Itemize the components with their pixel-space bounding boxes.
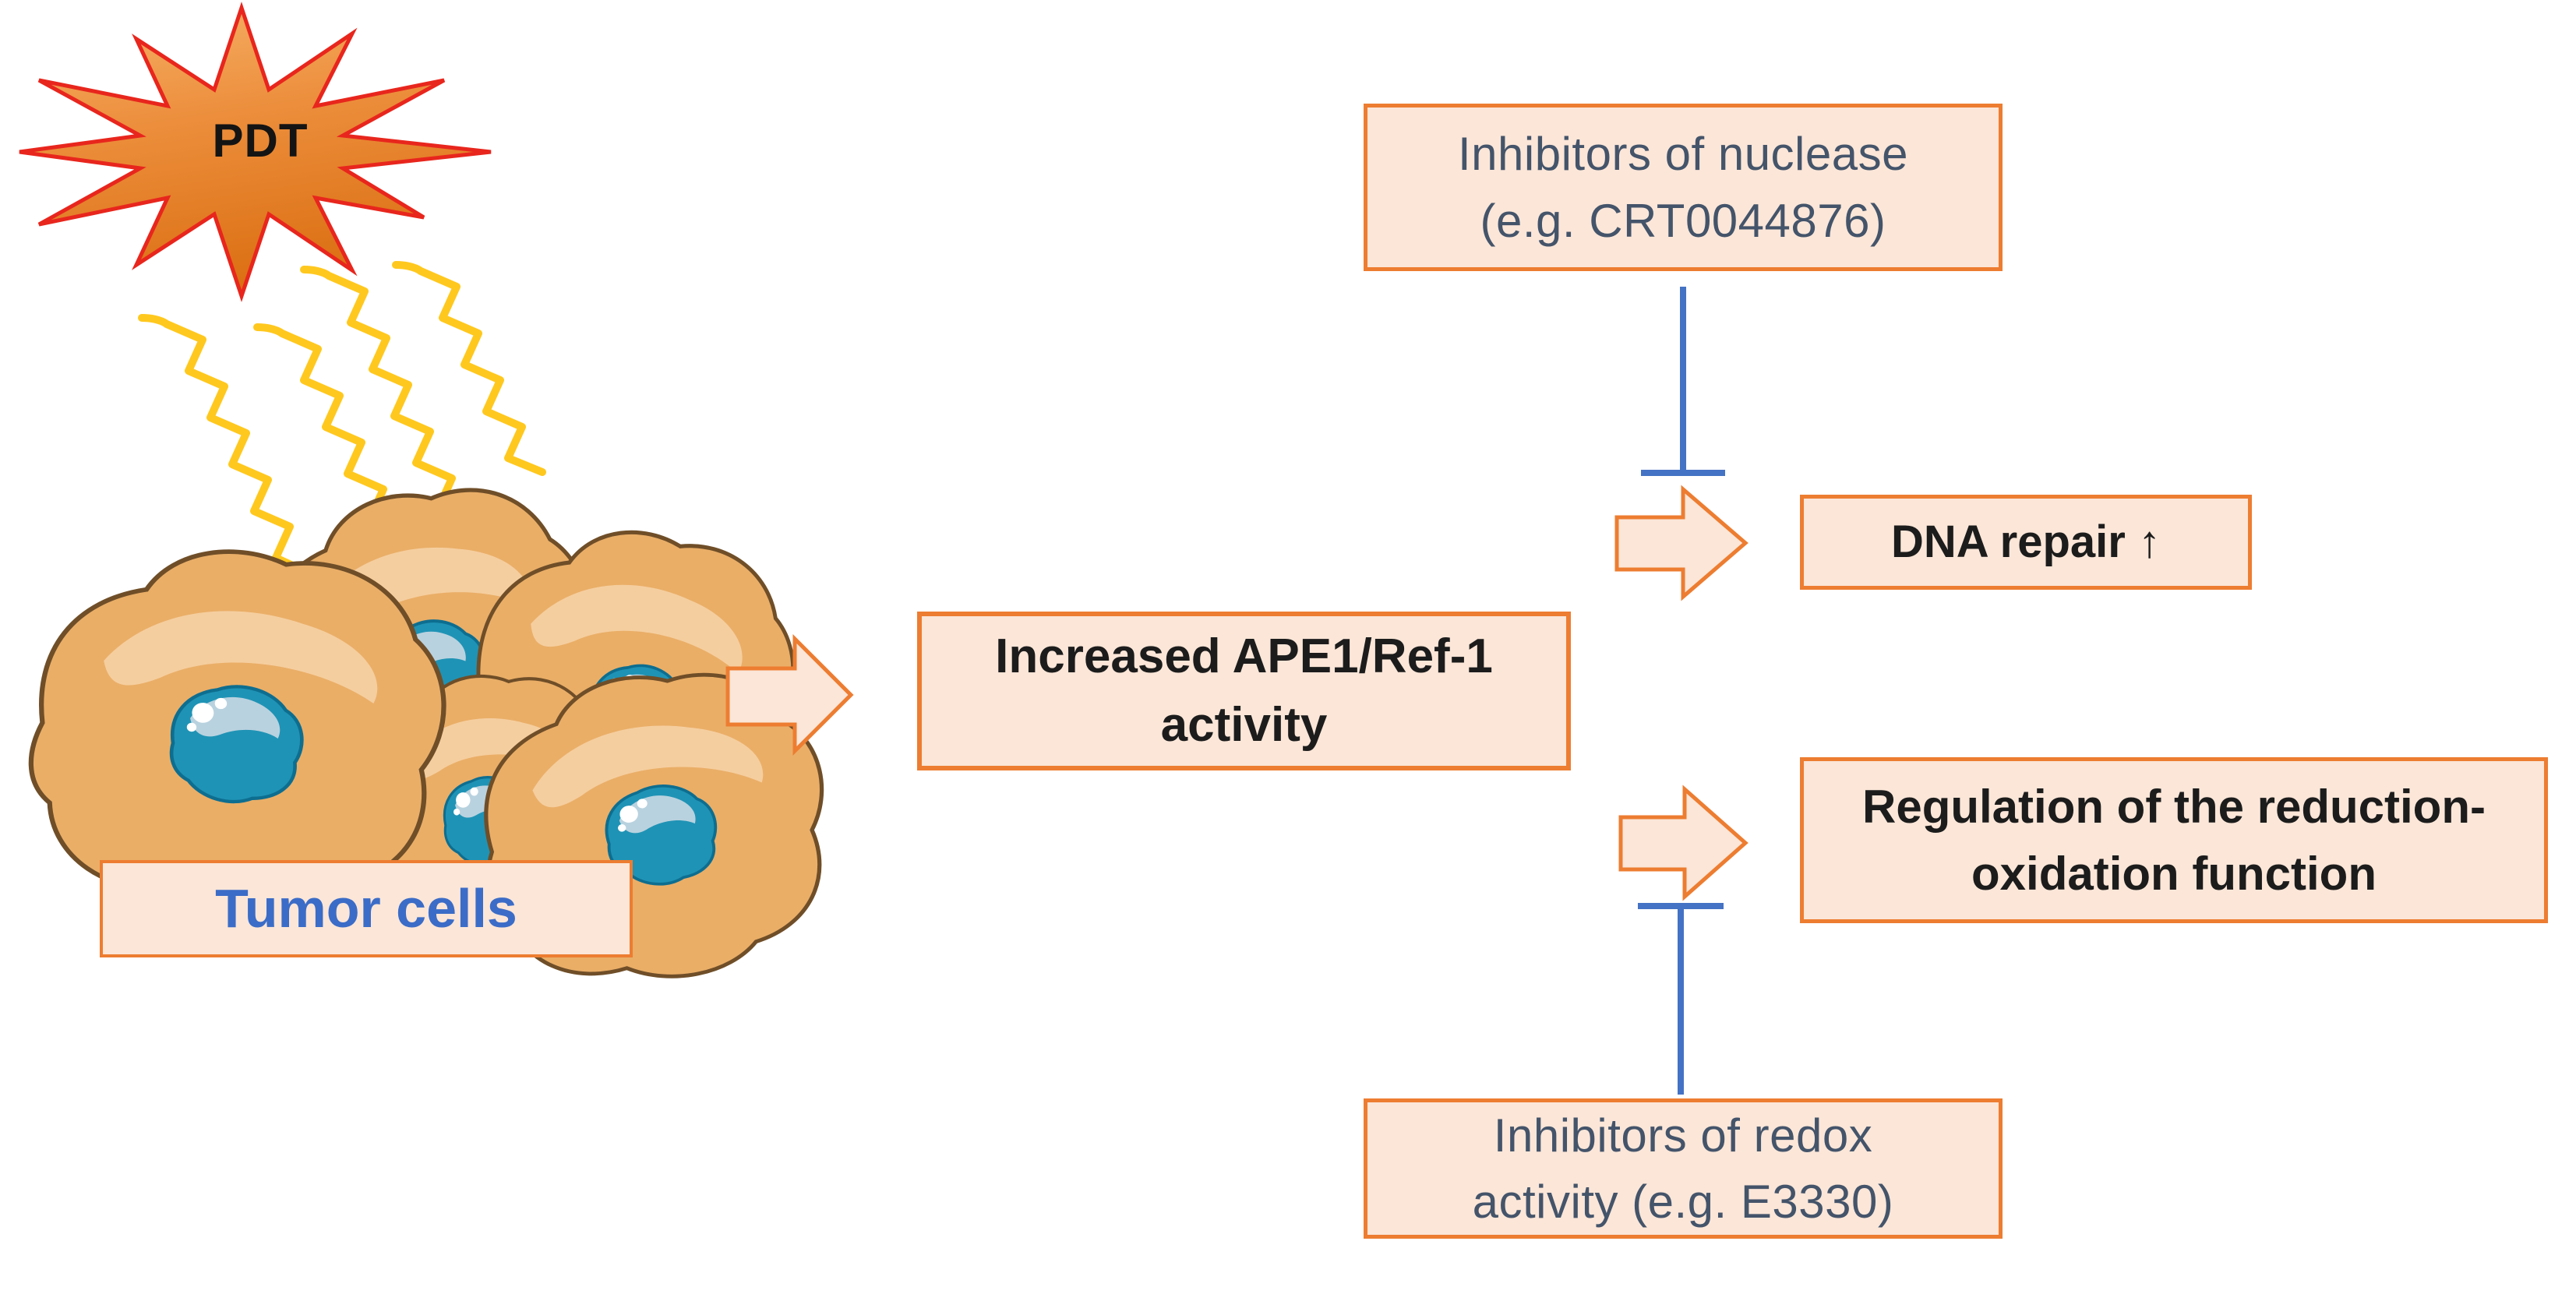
inhibitors-redox-line2: activity (e.g. E3330) bbox=[1472, 1176, 1894, 1228]
regulation-line2: oxidation function bbox=[1971, 847, 2377, 900]
inhibition-bar-upper-icon bbox=[1641, 287, 1725, 476]
flow-arrow-dna-icon bbox=[1614, 485, 1749, 601]
increased-ape1-line2: activity bbox=[1160, 698, 1328, 752]
box-inhibitors-nuclease: Inhibitors of nuclease (e.g. CRT0044876) bbox=[1364, 104, 2003, 271]
box-dna-repair: DNA repair ↑ bbox=[1800, 495, 2252, 590]
tumor-cells-label: Tumor cells bbox=[215, 877, 517, 939]
box-regulation-redox-function: Regulation of the reduction- oxidation f… bbox=[1800, 757, 2548, 923]
dna-repair-label: DNA repair ↑ bbox=[1891, 516, 2161, 567]
pdt-starburst-icon bbox=[19, 2, 492, 302]
box-increased-ape1-activity: Increased APE1/Ref-1 activity bbox=[917, 612, 1571, 770]
inhibition-bar-lower-icon bbox=[1638, 903, 1724, 1095]
inhibitors-redox-line1: Inhibitors of redox bbox=[1493, 1109, 1873, 1162]
increased-ape1-line1: Increased APE1/Ref-1 bbox=[995, 629, 1493, 683]
flow-arrow-redox-icon bbox=[1618, 785, 1749, 901]
regulation-line1: Regulation of the reduction- bbox=[1862, 781, 2486, 834]
box-inhibitors-redox: Inhibitors of redox activity (e.g. E3330… bbox=[1364, 1098, 2003, 1239]
inhibitors-nuclease-line2: (e.g. CRT0044876) bbox=[1480, 194, 1886, 247]
inhibitors-nuclease-line1: Inhibitors of nuclease bbox=[1457, 128, 1908, 181]
pdt-label: PDT bbox=[212, 114, 309, 167]
box-tumor-cells-label: Tumor cells bbox=[100, 860, 633, 957]
